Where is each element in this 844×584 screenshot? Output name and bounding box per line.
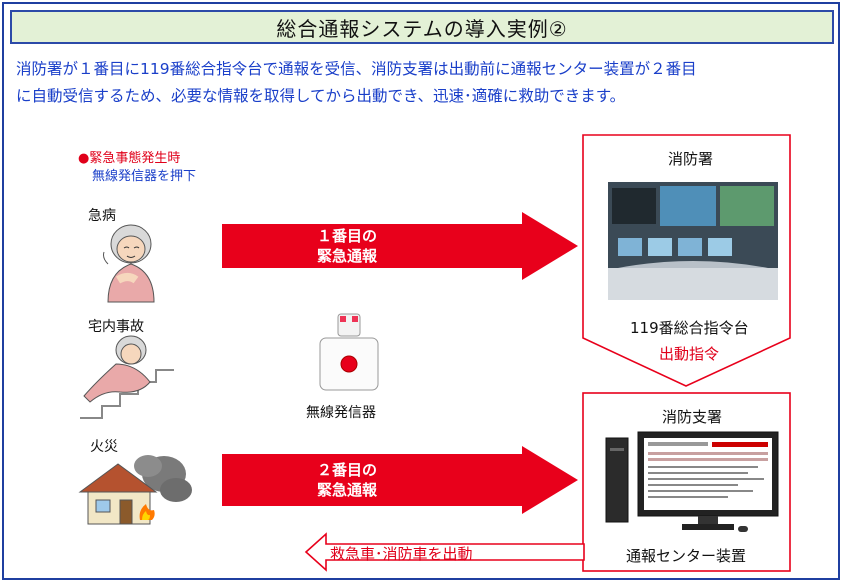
house-fire-illustration [78, 455, 192, 525]
intro-text: 消防署が１番目に119番総合指令台で通報を受信、消防支署は出動前に通報センター装… [16, 56, 832, 110]
dispatch-return-arrow [304, 532, 585, 572]
first-alert-line2: 緊急通報 [316, 247, 377, 265]
second-alert-line2: 緊急通報 [316, 481, 377, 499]
second-alert-label: ２番目の 緊急通報 [302, 460, 392, 500]
dispatch-return-label: 救急車･消防車を出動 [330, 545, 473, 563]
case-home-accident-label: 宅内事故 [88, 319, 144, 335]
first-alert-line1: １番目の [316, 227, 377, 245]
emergency-subheading: 無線発信器を押下 [92, 169, 197, 184]
wireless-transmitter-label: 無線発信器 [306, 405, 376, 421]
command-center-photo [608, 182, 778, 300]
notification-center-label: 通報センター装置 [626, 547, 747, 565]
case-illness-label: 急病 [88, 208, 116, 224]
dispatch-order-label: 出動指令 [659, 345, 720, 363]
branch-station-title: 消防支署 [662, 408, 723, 426]
notification-center-computer-icon [605, 431, 779, 532]
first-alert-arrow [222, 212, 578, 280]
elderly-illness-illustration [103, 224, 155, 303]
intro-line-2: に自動受信するため、必要な情報を取得してから出動でき、迅速･適確に救助できます。 [16, 87, 626, 105]
home-accident-illustration [80, 335, 174, 419]
intro-line-1: 消防署が１番目に119番総合指令台で通報を受信、消防支署は出動前に通報センター装… [16, 60, 697, 78]
case-fire-label: 火災 [90, 439, 118, 455]
second-alert-arrow [222, 446, 578, 514]
wireless-transmitter-icon [319, 313, 379, 391]
command-center-label: 119番総合指令台 [630, 319, 749, 337]
page-title: 総合通報システムの導入実例② [276, 16, 568, 41]
emergency-heading: ●緊急事態発生時 [78, 151, 181, 166]
second-alert-line1: ２番目の [316, 461, 377, 479]
title-bar: 総合通報システムの導入実例② [10, 10, 834, 44]
first-alert-label: １番目の 緊急通報 [302, 226, 392, 266]
fire-station-title: 消防署 [668, 150, 714, 168]
